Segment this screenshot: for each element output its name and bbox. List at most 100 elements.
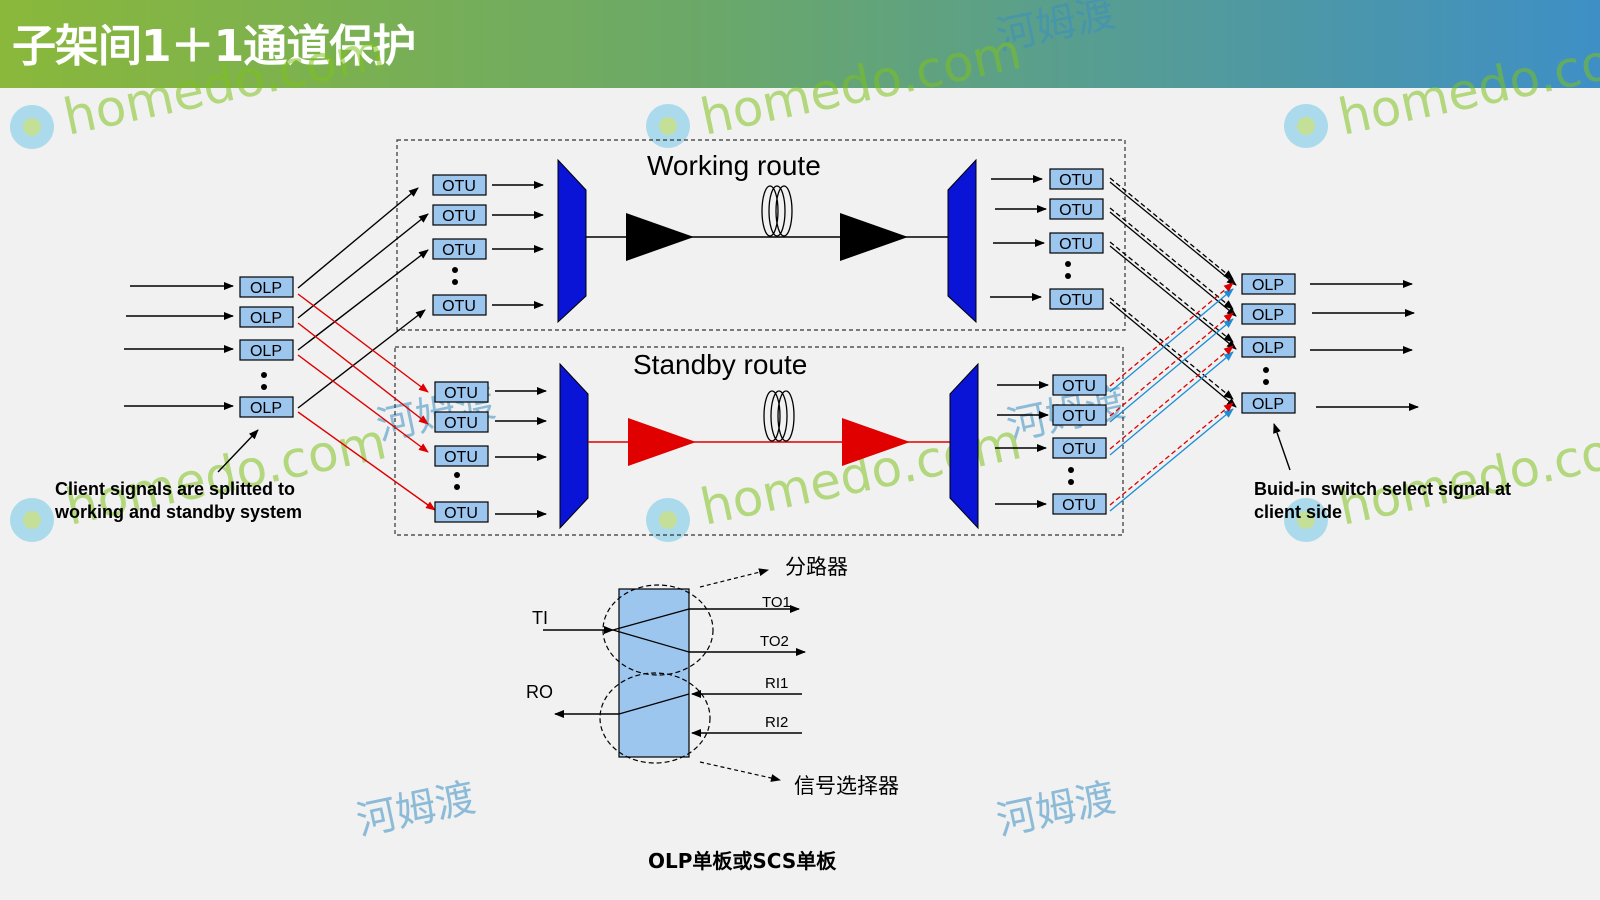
client-caption-line2: working and standby system	[54, 502, 302, 522]
otu-label: OTU	[444, 385, 478, 402]
otu-label: OTU	[1059, 292, 1093, 309]
watermark-flower-icon	[10, 498, 54, 542]
ellipsis-dot	[261, 384, 267, 390]
working-route-box	[396, 139, 1126, 331]
watermark-text: homedo.com	[1333, 22, 1600, 146]
standby-right-otus: OTU OTU OTU OTU	[1052, 374, 1107, 515]
ellipsis-dot	[452, 267, 458, 273]
olp-box	[239, 276, 294, 298]
watermark-flower-icon	[646, 498, 690, 542]
watermark-text: homedo.com	[1333, 412, 1600, 536]
olp-box	[239, 339, 294, 361]
watermark-text: homedo.com	[695, 22, 1026, 146]
client-input-arrows	[124, 282, 234, 410]
switch-caption-line2: client side	[1254, 502, 1342, 522]
watermark-flower-icon	[646, 104, 690, 148]
selector-pointer	[699, 761, 781, 782]
working-fiber-spool-icon	[761, 185, 793, 237]
standby-route-box	[394, 346, 1124, 536]
olp-label: OLP	[250, 400, 282, 417]
watermark-text: homedo.com	[58, 22, 389, 146]
olp-to-working-arrows	[297, 187, 429, 409]
ti-label: TI	[532, 608, 548, 628]
working-left-otus: OTU OTU OTU OTU	[432, 174, 487, 316]
otu-box	[434, 381, 489, 403]
watermark-layer: homedo.com 河姆渡 homedo.com homedo.com 河姆渡…	[10, 0, 1600, 845]
olp-label: OLP	[1252, 396, 1284, 413]
otu-box	[1052, 437, 1107, 459]
otu-label: OTU	[1059, 202, 1093, 219]
working-demux	[947, 158, 977, 324]
otu-box	[1052, 404, 1107, 426]
client-caption-line1: Client signals are splitted to	[55, 479, 295, 499]
otu-label: OTU	[1062, 441, 1096, 458]
otu-box	[1049, 198, 1104, 220]
watermark-cn: 河姆渡	[993, 775, 1120, 845]
otu-label: OTU	[442, 298, 476, 315]
working-amplifier-1	[626, 213, 694, 261]
olp-box	[239, 396, 294, 418]
title-bar: 子架间1＋1通道保护	[0, 0, 1600, 88]
olp-box	[239, 306, 294, 328]
slide-title: 子架间1＋1通道保护	[12, 21, 416, 72]
ellipsis-dot	[1068, 479, 1074, 485]
olp-label: OLP	[1252, 307, 1284, 324]
otu-label: OTU	[1062, 408, 1096, 425]
ellipsis-dot	[1263, 367, 1269, 373]
to1-label: TO1	[762, 594, 791, 611]
working-otu-to-mux-arrows	[492, 181, 544, 309]
olp-detail-caption: OLP单板或SCS单板	[648, 849, 837, 873]
working-otu-to-olp-arrows	[1109, 177, 1237, 408]
olp-label: OLP	[250, 343, 282, 360]
olp-label: OLP	[1252, 277, 1284, 294]
standby-route-label: Standby route	[633, 349, 807, 380]
left-olp-column: OLP OLP OLP OLP	[239, 276, 294, 418]
selector-circle	[599, 672, 711, 764]
olp-label: OLP	[250, 310, 282, 327]
ellipsis-dot	[454, 484, 460, 490]
otu-box	[434, 411, 489, 433]
ri2-label: RI2	[765, 714, 788, 731]
otu-box	[434, 445, 489, 467]
ri1-label: RI1	[765, 675, 788, 692]
working-amplifier-2	[840, 213, 908, 261]
olp-label: OLP	[250, 280, 282, 297]
otu-label: OTU	[1059, 236, 1093, 253]
ellipsis-dot	[1065, 273, 1071, 279]
splitter-circle	[602, 584, 714, 676]
otu-label: OTU	[1062, 378, 1096, 395]
otu-label: OTU	[442, 178, 476, 195]
ellipsis-dot	[454, 472, 460, 478]
standby-demux-to-otu-arrows	[995, 381, 1049, 508]
otu-box	[434, 501, 489, 523]
olp-label: OLP	[1252, 340, 1284, 357]
client-caption-pointer	[217, 429, 259, 473]
standby-left-otus: OTU OTU OTU OTU	[434, 381, 489, 523]
switch-caption-line1: Buid-in switch select signal at	[1254, 479, 1511, 499]
olp-to-standby-arrows	[297, 293, 436, 511]
olp-box	[1241, 303, 1296, 325]
standby-demux	[949, 362, 979, 530]
otu-box	[432, 204, 487, 226]
olp-box	[1241, 273, 1296, 295]
splitter-label: 分路器	[785, 555, 848, 579]
working-demux-to-otu-arrows	[990, 175, 1047, 301]
standby-mux	[559, 362, 589, 530]
otu-label: OTU	[1062, 497, 1096, 514]
standby-amplifier-2	[842, 418, 910, 466]
working-right-otus: OTU OTU OTU OTU	[1049, 168, 1104, 310]
otu-box	[1049, 288, 1104, 310]
otu-label: OTU	[444, 449, 478, 466]
otu-label: OTU	[442, 242, 476, 259]
otu-label: OTU	[444, 415, 478, 432]
watermark-cn: 河姆渡	[353, 775, 480, 845]
ellipsis-dot	[1263, 379, 1269, 385]
otu-box	[1052, 493, 1107, 515]
otu-label: OTU	[444, 505, 478, 522]
otu-box	[1052, 374, 1107, 396]
otu-label: OTU	[442, 208, 476, 225]
otu-box	[432, 238, 487, 260]
otu-box	[1049, 168, 1104, 190]
ellipsis-dot	[1068, 467, 1074, 473]
olp-box	[1241, 392, 1296, 414]
